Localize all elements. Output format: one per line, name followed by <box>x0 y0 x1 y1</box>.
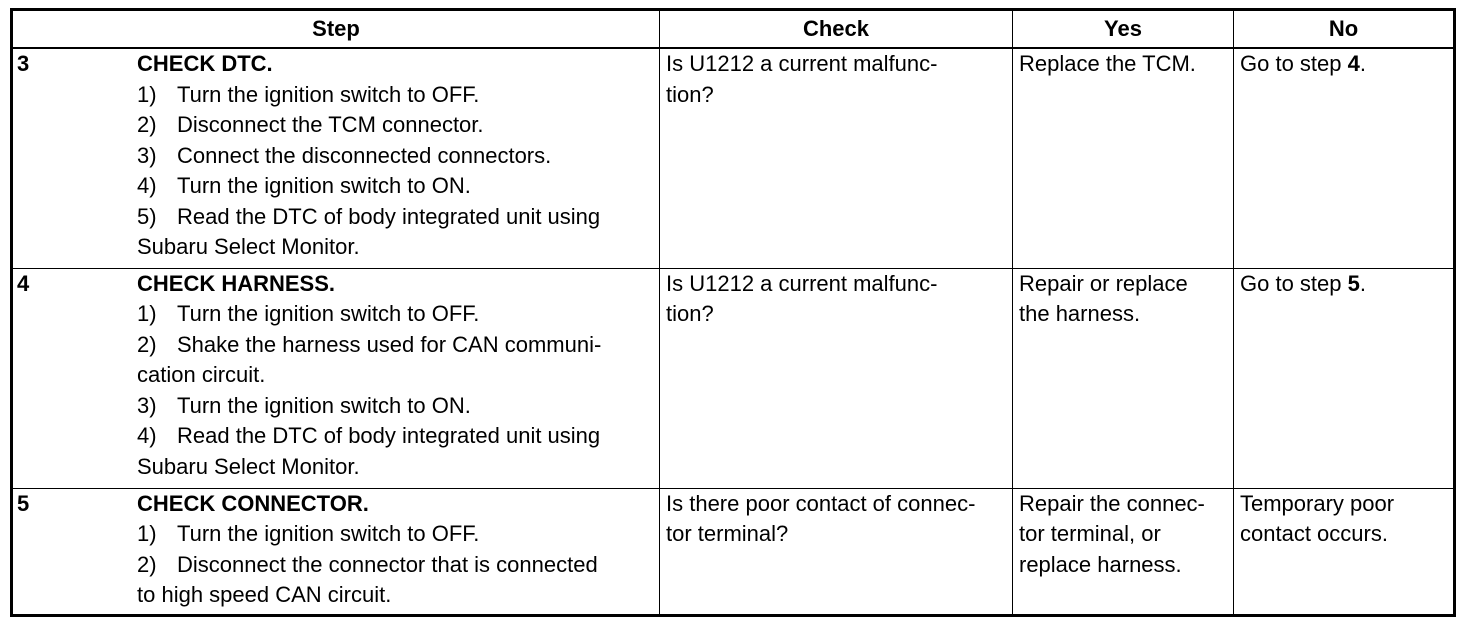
step-cell: 5 CHECK CONNECTOR. 1) Turn the ignition s… <box>11 487 660 616</box>
step-line-text: Turn the ignition switch to OFF. <box>177 301 480 326</box>
step-line-number: 5) <box>137 203 157 229</box>
no-text: Go to step <box>1240 270 1348 296</box>
step-line-number: 3) <box>137 142 157 168</box>
table-header-row: Step Check Yes No <box>11 9 1455 49</box>
step-line: 4) Read the DTC of body integrated unit u… <box>137 421 653 452</box>
no-cell: Temporary poor contact occurs. <box>1233 487 1455 616</box>
step-line-text: Disconnect the TCM connector. <box>177 112 484 137</box>
step-line-continuation: Subaru Select Monitor. <box>137 234 360 259</box>
step-cell: 3 CHECK DTC. 1) Turn the ignition switch … <box>11 47 660 269</box>
no-text: Go to step <box>1240 51 1348 76</box>
step-title: CHECK CONNECTOR. <box>137 490 369 516</box>
step-line-number: 2) <box>137 331 157 357</box>
step-line: 1) Turn the ignition switch to OFF. <box>137 519 653 550</box>
step-line: 2) Shake the harness used for CAN communi… <box>137 330 653 361</box>
no-text-suffix: . <box>1359 270 1366 296</box>
header-no: No <box>1233 9 1455 49</box>
step-body: 3) Turn the ignition switch to ON. 4) Read… <box>137 391 653 452</box>
step-line-continuation: cation circuit. <box>137 362 266 387</box>
step-title: CHECK DTC. <box>137 51 273 76</box>
step-body: CHECK HARNESS. 1) Turn the ignition switc… <box>137 269 653 361</box>
step-line: 2) Disconnect the TCM connector. <box>137 110 653 141</box>
step-line: 1) Turn the ignition switch to OFF. <box>137 299 653 330</box>
table-row: 4 CHECK HARNESS. 1) Turn the ignition swi… <box>11 267 1455 489</box>
step-number: 5 <box>17 490 30 516</box>
step-line: 3) Connect the disconnected connectors. <box>137 141 653 172</box>
step-line-text: Turn the ignition switch to ON. <box>177 173 471 198</box>
step-line-text: Turn the ignition switch to ON. <box>177 392 471 418</box>
step-number: 3 <box>17 51 30 76</box>
yes-cell: Repair the connec- tor terminal, or repl… <box>1012 487 1234 616</box>
no-text-suffix: . <box>1359 51 1366 76</box>
check-cell: Is U1212 a current malfunc- tion? <box>659 47 1013 269</box>
step-line-text: Turn the ignition switch to OFF. <box>177 81 480 107</box>
yes-cell: Repair or replace the harness. <box>1012 267 1234 489</box>
step-line-number: 1) <box>137 301 157 326</box>
step-line-number: 1) <box>137 81 157 107</box>
step-title: CHECK HARNESS. <box>137 270 336 296</box>
check-cell: Is there poor contact of connec- tor ter… <box>659 487 1013 616</box>
step-reference: 4 <box>1347 51 1360 76</box>
step-line: 5) Read the DTC of body integrated unit u… <box>137 202 653 233</box>
step-line: 4) Turn the ignition switch to ON. <box>137 171 653 202</box>
step-line-number: 4) <box>137 423 157 448</box>
step-line-text: Shake the harness used for CAN communi- <box>177 331 602 357</box>
step-line-text: Read the DTC of body integrated unit usi… <box>177 203 601 229</box>
no-cell: Go to step 4. <box>1233 47 1455 269</box>
step-line: 3) Turn the ignition switch to ON. <box>137 391 653 422</box>
table-row: 3 CHECK DTC. 1) Turn the ignition switch … <box>11 47 1455 269</box>
step-cell: 4 CHECK HARNESS. 1) Turn the ignition swi… <box>11 267 660 489</box>
table-body: 3 CHECK DTC. 1) Turn the ignition switch … <box>11 47 1455 616</box>
header-step: Step <box>11 9 660 49</box>
step-line-number: 1) <box>137 521 157 546</box>
step-number: 4 <box>17 270 30 296</box>
table-row: 5 CHECK CONNECTOR. 1) Turn the ignition s… <box>11 487 1455 616</box>
step-line: 1) Turn the ignition switch to OFF. <box>137 80 653 111</box>
step-line-continuation: to high speed CAN circuit. <box>137 582 392 607</box>
step-line-number: 2) <box>137 551 157 577</box>
step-line-number: 2) <box>137 112 157 137</box>
step-line-continuation: Subaru Select Monitor. <box>137 453 360 479</box>
step-line-number: 4) <box>137 173 157 198</box>
step-line-number: 3) <box>137 392 157 418</box>
check-cell: Is U1212 a current malfunc- tion? <box>659 267 1013 489</box>
yes-cell: Replace the TCM. <box>1012 47 1234 269</box>
step-line-text: Turn the ignition switch to OFF. <box>177 521 480 546</box>
diagnostic-sheet: Step Check Yes No 3 CHECK DTC. 1) Turn th… <box>10 8 1456 617</box>
step-line: 2) Disconnect the connector that is conne… <box>137 550 653 581</box>
step-line-text: Disconnect the connector that is connect… <box>177 551 598 577</box>
step-line-text: Read the DTC of body integrated unit usi… <box>177 423 601 448</box>
header-yes: Yes <box>1012 9 1234 49</box>
step-body: CHECK DTC. 1) Turn the ignition switch to… <box>137 49 653 232</box>
header-check: Check <box>659 9 1013 49</box>
step-line-text: Connect the disconnected connectors. <box>177 142 552 168</box>
step-body: CHECK CONNECTOR. 1) Turn the ignition swi… <box>137 489 653 581</box>
no-cell: Go to step 5. <box>1233 267 1455 489</box>
no-text: Temporary poor contact occurs. <box>1240 490 1395 547</box>
diagnostic-table: Step Check Yes No 3 CHECK DTC. 1) Turn th… <box>10 8 1456 617</box>
step-reference: 5 <box>1347 270 1360 296</box>
